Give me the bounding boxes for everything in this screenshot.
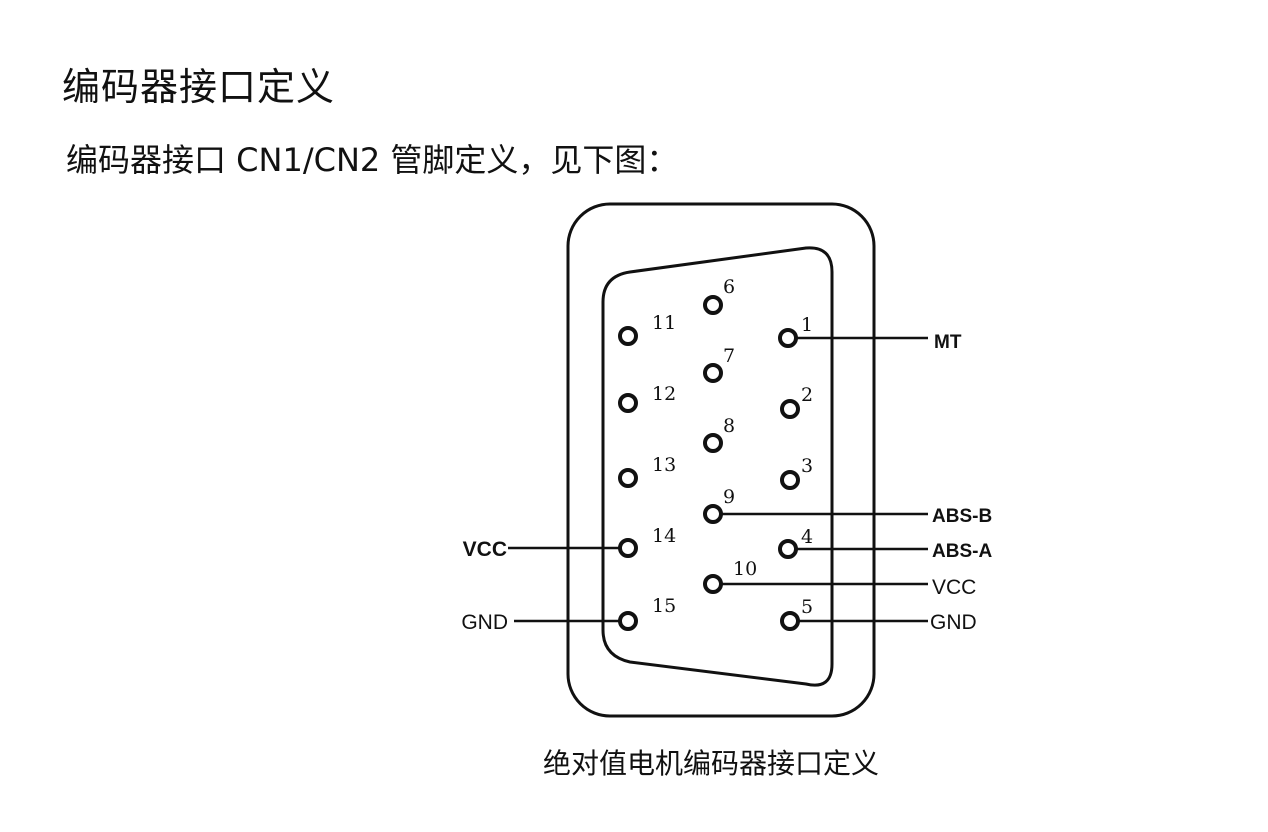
signal-label-gnd-left: GND	[461, 611, 508, 634]
pin-15-hole	[618, 611, 638, 631]
signal-label-gnd-right: GND	[930, 611, 977, 634]
pin-11-number: 11	[652, 312, 676, 334]
pin-5-hole	[780, 611, 800, 631]
pin-9-hole	[703, 504, 723, 524]
signal-label-abs-a: ABS-A	[932, 541, 992, 562]
pin-1-hole	[778, 328, 798, 348]
pin-4-number: 4	[801, 526, 813, 548]
connector-inner-insert	[601, 246, 834, 687]
pin-holes	[618, 295, 800, 631]
pin-3-number: 3	[801, 455, 813, 477]
signal-label-vcc-left: VCC	[463, 538, 507, 561]
pin-6-number: 6	[723, 276, 735, 298]
pin-9-number: 9	[723, 486, 735, 508]
page-title: 编码器接口定义	[62, 65, 336, 109]
pin-10-hole	[703, 574, 723, 594]
signal-label-abs-b: ABS-B	[932, 506, 992, 527]
signal-label-vcc-right: VCC	[932, 576, 976, 599]
pin-3-hole	[780, 470, 800, 490]
pin-numbers: 1 2 3 4 5 6 7 8 9 10 11 12 13 14 15	[652, 276, 813, 618]
description-text: 编码器接口 CN1/CN2 管脚定义，见下图：	[66, 141, 679, 179]
pin-2-number: 2	[801, 384, 813, 406]
pin-14-number: 14	[652, 525, 676, 547]
pin-8-number: 8	[723, 415, 735, 437]
pin-11-hole	[618, 326, 638, 346]
pin-10-number: 10	[733, 558, 757, 580]
pin-15-number: 15	[652, 595, 676, 617]
figure-caption: 绝对值电机编码器接口定义	[543, 747, 880, 780]
pin-6-hole	[703, 295, 723, 315]
pin-7-hole	[703, 363, 723, 383]
signal-wires	[508, 336, 928, 623]
pin-12-hole	[618, 393, 638, 413]
signal-labels: MT ABS-B ABS-A VCC GND VCC GND	[461, 332, 992, 634]
pin-1-number: 1	[801, 314, 813, 336]
pin-4-hole	[778, 539, 798, 559]
connector-outer-shell	[566, 202, 876, 718]
pin-7-number: 7	[723, 345, 735, 367]
pin-13-number: 13	[652, 454, 676, 476]
pin-12-number: 12	[652, 383, 676, 405]
pin-13-hole	[618, 468, 638, 488]
pin-5-number: 5	[801, 596, 813, 618]
pin-8-hole	[703, 433, 723, 453]
pin-14-hole	[618, 538, 638, 558]
signal-label-mt: MT	[934, 332, 962, 353]
pin-2-hole	[780, 399, 800, 419]
